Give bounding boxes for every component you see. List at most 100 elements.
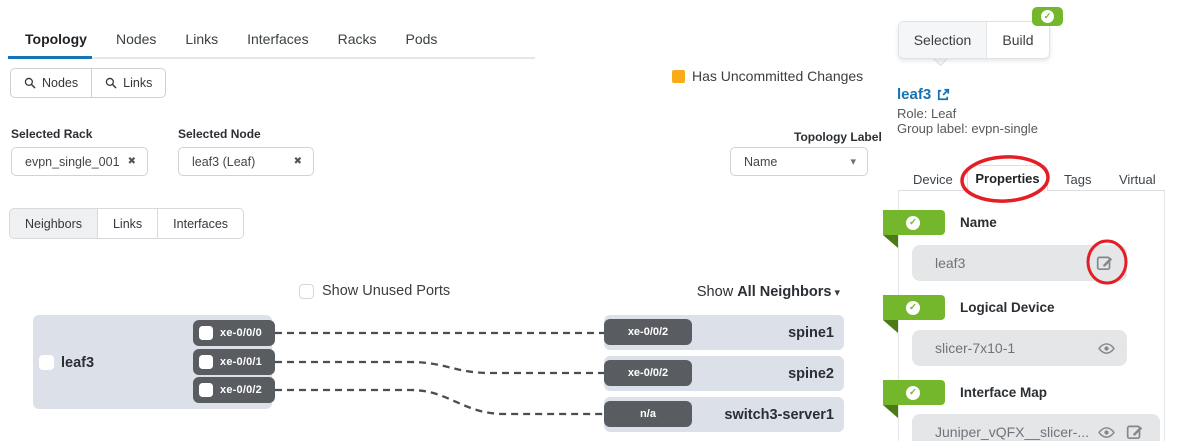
neighbor-port-label: n/a [640, 408, 656, 420]
clear-rack-icon[interactable]: ✖ [127, 156, 136, 167]
view-tabs: Neighbors Links Interfaces [9, 208, 245, 239]
links-search-label: Links [123, 76, 153, 90]
view-tab-links[interactable]: Links [96, 208, 159, 239]
neighbor-name: switch3-server1 [724, 406, 834, 423]
port-xe-0-0-2[interactable]: xe-0/0/2 [193, 377, 275, 403]
neighbor-name: spine1 [788, 324, 834, 341]
port-label: xe-0/0/2 [220, 384, 262, 396]
property-status-ribbon: ✓ [883, 210, 945, 235]
property-logical-device-value: slicer-7x10-1 [935, 340, 1016, 356]
property-name-field: leaf3 [912, 245, 1127, 281]
uncommitted-changes-icon [672, 69, 685, 83]
port-checkbox[interactable] [199, 383, 213, 397]
links-search-button[interactable]: Links [91, 68, 167, 98]
tab-selection[interactable]: Selection [899, 22, 986, 58]
topology-label-select[interactable]: Name ▾ [730, 147, 868, 176]
tab-interfaces[interactable]: Interfaces [247, 31, 309, 47]
ribbon-fold [883, 235, 898, 248]
uncommitted-changes-indicator: Has Uncommitted Changes [672, 68, 863, 84]
tab-device[interactable]: Device [913, 172, 953, 187]
tab-tags[interactable]: Tags [1064, 172, 1092, 187]
main-tabs: Topology Nodes Links Interfaces Racks Po… [25, 31, 437, 47]
selected-node-value: leaf3 (Leaf) [192, 154, 256, 169]
tab-virtual[interactable]: Virtual [1119, 172, 1156, 187]
property-status-ribbon: ✓ [883, 380, 945, 405]
edit-icon[interactable] [1126, 423, 1144, 441]
node-leaf3-label: leaf3 [61, 355, 95, 371]
neighbor-port-pill: xe-0/0/2 [604, 319, 692, 345]
view-tab-interfaces[interactable]: Interfaces [157, 208, 245, 239]
selected-node-select[interactable]: leaf3 (Leaf) ✖ [178, 147, 314, 176]
tab-pods[interactable]: Pods [405, 31, 438, 47]
property-name-value: leaf3 [935, 255, 966, 271]
link-line-3 [275, 388, 604, 416]
tab-properties[interactable]: Properties [967, 165, 1048, 191]
tab-links[interactable]: Links [185, 31, 219, 47]
property-interface-map-label: Interface Map [960, 385, 1048, 400]
port-label: xe-0/0/0 [220, 327, 262, 339]
tabs-divider [11, 57, 535, 59]
check-circle-icon: ✓ [906, 300, 920, 315]
tab-nodes[interactable]: Nodes [115, 31, 157, 47]
search-icon [105, 77, 117, 89]
view-tab-neighbors[interactable]: Neighbors [9, 208, 98, 239]
show-unused-ports-control: Show Unused Ports [299, 283, 450, 299]
build-status-badge: ✓ [1032, 7, 1063, 26]
show-neighbors-value: All Neighbors [737, 284, 832, 300]
uncommitted-changes-label: Has Uncommitted Changes [692, 68, 864, 84]
caret-down-icon: ▾ [850, 156, 856, 168]
caret-down-icon: ▾ [834, 287, 840, 299]
nodes-search-label: Nodes [42, 76, 79, 90]
port-checkbox[interactable] [199, 355, 213, 369]
topology-label-label: Topology Label [794, 130, 882, 144]
edit-icon[interactable] [1096, 254, 1114, 272]
node-role: Role: Leaf [897, 106, 957, 121]
panel-tab-group: Selection Build [898, 21, 1050, 59]
nodes-search-button[interactable]: Nodes [10, 68, 93, 98]
eye-icon[interactable] [1098, 424, 1115, 441]
clear-node-icon[interactable]: ✖ [293, 156, 302, 167]
node-leaf3-checkbox[interactable] [39, 355, 54, 370]
quick-search-group: Nodes Links [10, 68, 167, 98]
topology-label-value: Name [744, 154, 778, 169]
neighbor-port-pill: n/a [604, 401, 692, 427]
selected-rack-value: evpn_single_001 [25, 154, 120, 169]
show-unused-ports-label: Show Unused Ports [322, 283, 451, 299]
neighbor-spine2[interactable]: xe-0/0/2 spine2 [604, 356, 844, 391]
ribbon-fold [883, 320, 898, 333]
external-link-icon [938, 88, 950, 100]
tab-build[interactable]: Build [986, 22, 1049, 58]
show-neighbors-dropdown[interactable]: Show All Neighbors▾ [697, 284, 840, 300]
tab-racks[interactable]: Racks [337, 31, 377, 47]
neighbor-port-label: xe-0/0/2 [627, 367, 669, 379]
neighbor-port-label: xe-0/0/2 [627, 326, 669, 338]
node-title-text: leaf3 [897, 86, 932, 103]
neighbor-port-pill: xe-0/0/2 [604, 360, 692, 386]
property-interface-map-value: Juniper_vQFX__slicer-... [935, 424, 1090, 440]
check-circle-icon: ✓ [906, 385, 920, 400]
check-circle-icon: ✓ [1041, 10, 1054, 23]
active-tab-indicator [8, 56, 92, 59]
property-name-label: Name [960, 215, 997, 230]
selected-rack-select[interactable]: evpn_single_001 ✖ [11, 147, 148, 176]
selected-rack-label: Selected Rack [11, 127, 93, 141]
check-circle-icon: ✓ [906, 215, 920, 230]
port-checkbox[interactable] [199, 326, 213, 340]
property-interface-map-field: Juniper_vQFX__slicer-... [912, 414, 1160, 441]
search-icon [24, 77, 36, 89]
port-label: xe-0/0/1 [220, 356, 262, 368]
show-unused-ports-checkbox[interactable] [299, 283, 314, 299]
tab-topology[interactable]: Topology [25, 31, 87, 47]
port-xe-0-0-1[interactable]: xe-0/0/1 [193, 349, 275, 375]
neighbor-spine1[interactable]: xe-0/0/2 spine1 [604, 315, 844, 350]
node-group-label: Group label: evpn-single [897, 121, 1038, 136]
node-title-link[interactable]: leaf3 [897, 86, 950, 103]
neighbor-name: spine2 [788, 365, 834, 382]
neighbor-switch3-server1[interactable]: n/a switch3-server1 [604, 397, 844, 432]
ribbon-fold [883, 405, 898, 418]
property-logical-device-field: slicer-7x10-1 [912, 330, 1127, 366]
port-xe-0-0-0[interactable]: xe-0/0/0 [193, 320, 275, 346]
show-neighbors-prefix: Show [696, 284, 738, 300]
eye-icon[interactable] [1098, 340, 1115, 357]
